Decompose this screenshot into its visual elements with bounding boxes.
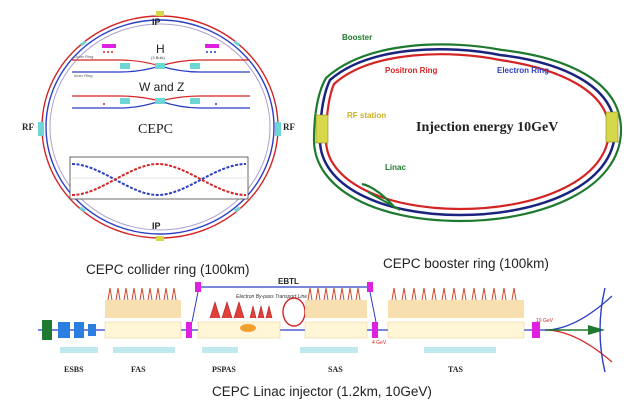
section-fas: FAS: [131, 365, 146, 374]
tas-modules: [387, 287, 525, 353]
section-sas: SAS: [328, 365, 343, 374]
collider-ip-bottom: IP: [152, 221, 161, 231]
section-esbs: ESBS: [64, 365, 84, 374]
booster-label: Booster: [342, 33, 373, 42]
section-tas: TAS: [448, 365, 463, 374]
linac-label: Linac: [385, 163, 406, 172]
booster-ring: [312, 43, 623, 223]
linac-diagram: [38, 282, 613, 373]
collider-rf-right: RF: [283, 122, 295, 132]
collider-schematic: [72, 44, 250, 109]
collider-ring-blue: [45, 19, 275, 235]
booster-ring-red: [324, 53, 611, 211]
linac-caption: CEPC Linac injector (1.2km, 10GeV): [212, 384, 432, 399]
sas-modules: [300, 287, 368, 353]
electron-ring-label: Electron Ring: [497, 66, 550, 75]
energy-10gev: 10 GeV: [536, 318, 553, 324]
collider-mode-h-sub: (3 Bulk): [151, 55, 165, 60]
collider-ring-purple: [49, 23, 271, 231]
rf-station-left: [315, 114, 329, 144]
collider-inner-ring-label: Inner Ring: [74, 73, 93, 78]
collider-outer-ring-label: Outer Ring: [74, 54, 94, 59]
ip-top-marker: [156, 11, 164, 16]
energy-4gev: 4 GeV: [372, 340, 387, 346]
ebtl-label: EBTL: [278, 277, 299, 286]
collider-ip-top: IP: [152, 17, 161, 27]
collider-center-label: CEPC: [138, 122, 174, 137]
booster-ring-navy: [318, 48, 617, 217]
positron-ring-label: Positron Ring: [385, 66, 438, 75]
rf-right-marker: [275, 122, 281, 136]
collider-ring: [38, 11, 281, 241]
collider-mode-wz: W and Z: [139, 80, 185, 94]
injection-energy-label: Injection energy 10GeV: [416, 120, 559, 135]
rf-station-right: [605, 111, 619, 143]
collider-caption: CEPC collider ring (100km): [86, 262, 250, 277]
inset-red-curve: [71, 162, 247, 196]
booster-ring-green: [312, 43, 623, 223]
fas-modules: [104, 287, 182, 353]
collider-inset-plot: [69, 156, 249, 200]
rf-left-marker: [38, 122, 44, 136]
booster-caption: CEPC booster ring (100km): [383, 256, 549, 271]
positron-damping-ring: [282, 297, 306, 327]
pspas-modules: [197, 300, 281, 353]
rf-station-label: RF station: [347, 111, 387, 120]
collider-rf-left: RF: [22, 122, 34, 132]
ip-bottom-marker: [156, 236, 164, 241]
linac-end-arc: [599, 287, 606, 373]
section-pspas: PSPAS: [212, 365, 236, 374]
collider-mode-h: H: [156, 42, 165, 56]
transport-line-label: Electron By-pass Transport Line: [236, 294, 308, 300]
linac-gun: [42, 320, 52, 340]
inset-blue-curve: [71, 163, 247, 197]
